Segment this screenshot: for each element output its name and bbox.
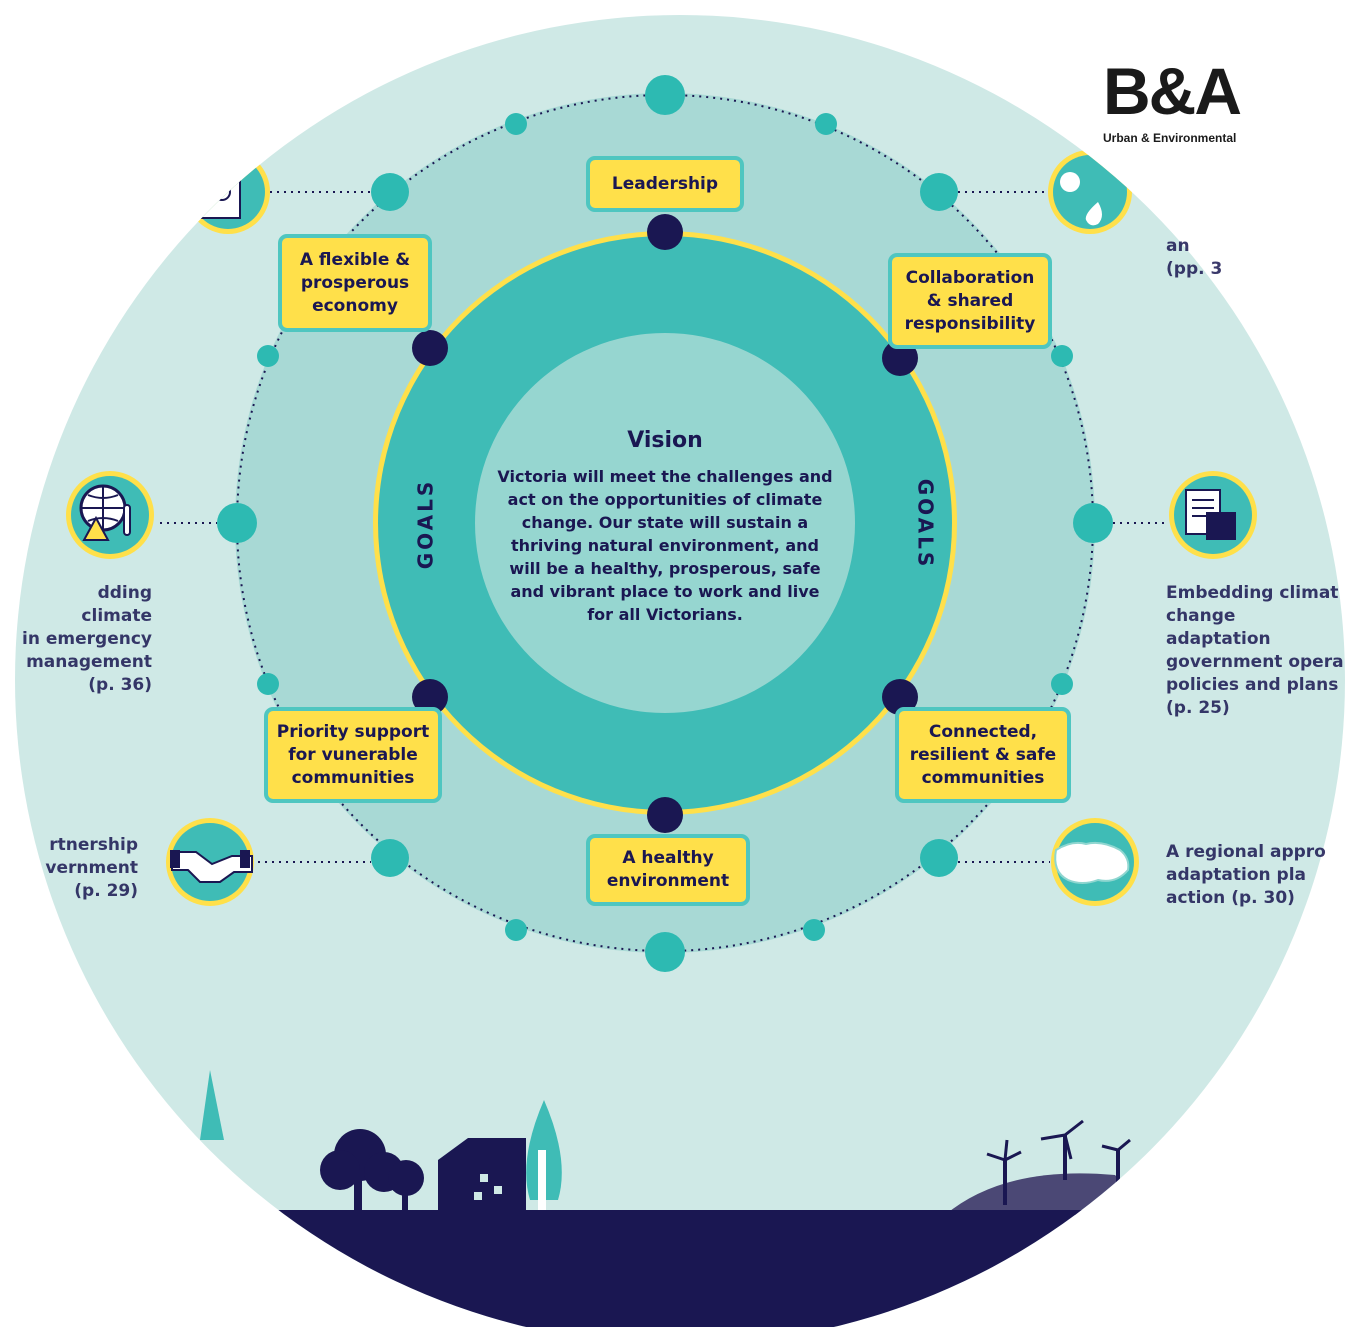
goal-connected-communities: Connected, resilient & safe communities <box>895 707 1071 803</box>
vision-disc <box>475 333 855 713</box>
globe-warning-icon <box>66 471 154 559</box>
handshake-icon <box>166 818 254 906</box>
side-connector-lines <box>160 191 1168 863</box>
outer-dot <box>920 839 958 877</box>
outer-dot <box>1073 503 1113 543</box>
goal-leadership: Leadership <box>586 156 744 212</box>
goals-label-right: GOALS <box>913 478 938 570</box>
vision-text: Victoria will meet the challenges and ac… <box>497 467 833 624</box>
outer-dot-small <box>1051 673 1073 695</box>
map-icon <box>1051 818 1139 906</box>
goals-label-left: GOALS <box>413 478 438 570</box>
outer-dot-small <box>505 919 527 941</box>
outer-dot <box>645 932 685 972</box>
brand-subtitle: Urban & Environmental <box>1103 131 1237 145</box>
outer-dot-small <box>815 113 837 135</box>
outer-dot-small <box>1051 345 1073 367</box>
side-text-bottom-right: A regional appro adaptation pla action (… <box>1166 842 1326 908</box>
goal-priority-support: Priority support for vunerable communiti… <box>264 707 442 803</box>
document-icon <box>186 150 270 234</box>
brand: B&A Urban & Environmental <box>1103 54 1242 145</box>
goal-healthy-environment: A healthy environment <box>586 834 750 906</box>
vision-title: Vision <box>627 428 703 453</box>
outer-dot-small <box>257 673 279 695</box>
outer-dot-small <box>257 345 279 367</box>
outer-dots <box>217 75 1113 972</box>
outer-dot <box>645 75 685 115</box>
goal-flexible-economy: A flexible & prosperous economy <box>278 234 432 332</box>
brand-cutout <box>1062 0 1345 250</box>
outer-dot <box>217 503 257 543</box>
outer-dot <box>371 839 409 877</box>
outer-dot <box>920 173 958 211</box>
side-text-mid-left: dding climate in emergency management (p… <box>22 583 152 695</box>
outer-dot <box>371 173 409 211</box>
tree-icon <box>200 1070 224 1140</box>
side-text-mid-right: Embedding climat change adaptation gover… <box>1166 583 1344 718</box>
brand-logo: B&A <box>1103 54 1242 128</box>
goal-collaboration: Collaboration & shared responsibility <box>888 253 1052 349</box>
tree-icon <box>388 1160 424 1196</box>
side-text-top-right: an (pp. 3 <box>1166 236 1223 279</box>
side-text-bottom-left: rtnership vernment (p. 29) <box>45 835 138 901</box>
report-building-icon <box>1169 471 1257 559</box>
goal-connectors <box>412 214 918 833</box>
outer-dot-small <box>505 113 527 135</box>
outer-dot-small <box>803 919 825 941</box>
